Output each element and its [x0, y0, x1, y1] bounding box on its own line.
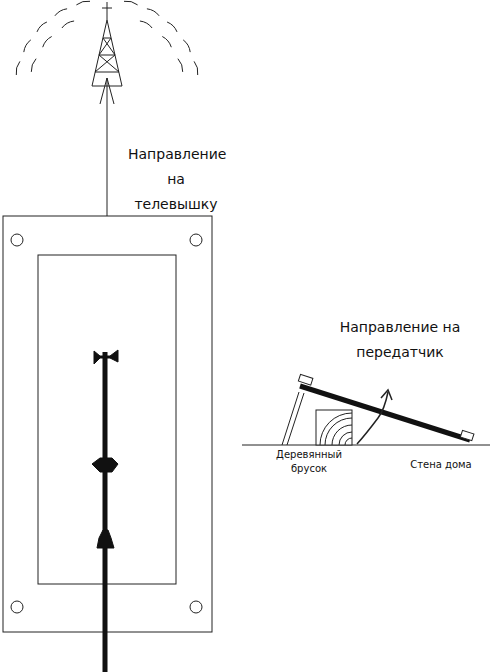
side-view: [242, 374, 490, 445]
direction-label: Направление на передатчик: [330, 315, 470, 365]
signal-wave: [31, 59, 36, 72]
signal-wave: [55, 9, 67, 16]
mounting-hole: [11, 234, 23, 246]
rod-fitting: [92, 458, 118, 472]
direction-arrow: [100, 78, 114, 216]
bracket: [298, 374, 313, 385]
arrow-line: [107, 78, 108, 216]
bracket: [460, 430, 474, 440]
antenna-rod: [92, 350, 118, 672]
signal-wave: [147, 9, 159, 16]
rod-clamp: [97, 530, 114, 548]
arrow-head: [381, 390, 392, 400]
signal-wave: [162, 37, 171, 48]
support-leg: [287, 393, 304, 445]
rod: [103, 352, 108, 672]
support-leg: [282, 392, 299, 445]
signal-wave: [43, 37, 52, 48]
wooden-block: [316, 410, 352, 445]
signal-wave: [62, 21, 74, 28]
part-label: Деревянный брусок: [268, 448, 350, 476]
mounting-hole: [190, 601, 202, 613]
antenna-board: [300, 386, 470, 440]
signal-wave: [16, 61, 20, 75]
signal-wave: [183, 40, 190, 52]
signal-wave: [24, 40, 31, 52]
signal-wave: [76, 1, 90, 5]
signal-wave: [124, 1, 138, 5]
direction-label: Направление на телевышку: [128, 142, 224, 217]
tv-tower: [92, 2, 122, 86]
part-label: Стена дома: [396, 458, 486, 471]
tower-mast: [102, 8, 112, 9]
house-wall: [242, 445, 490, 446]
wood-grain: [320, 413, 352, 445]
signal-wave: [167, 22, 177, 32]
tower-mast: [107, 2, 108, 20]
signal-arrow: [357, 392, 388, 444]
rod-fitting: [94, 350, 118, 364]
signal-wave: [140, 21, 152, 28]
arrow-head: [100, 78, 114, 104]
mounting-hole: [190, 234, 202, 246]
signal-wave: [178, 59, 183, 72]
mounting-hole: [11, 601, 23, 613]
signal-wave: [194, 61, 198, 75]
signal-wave: [37, 22, 47, 32]
